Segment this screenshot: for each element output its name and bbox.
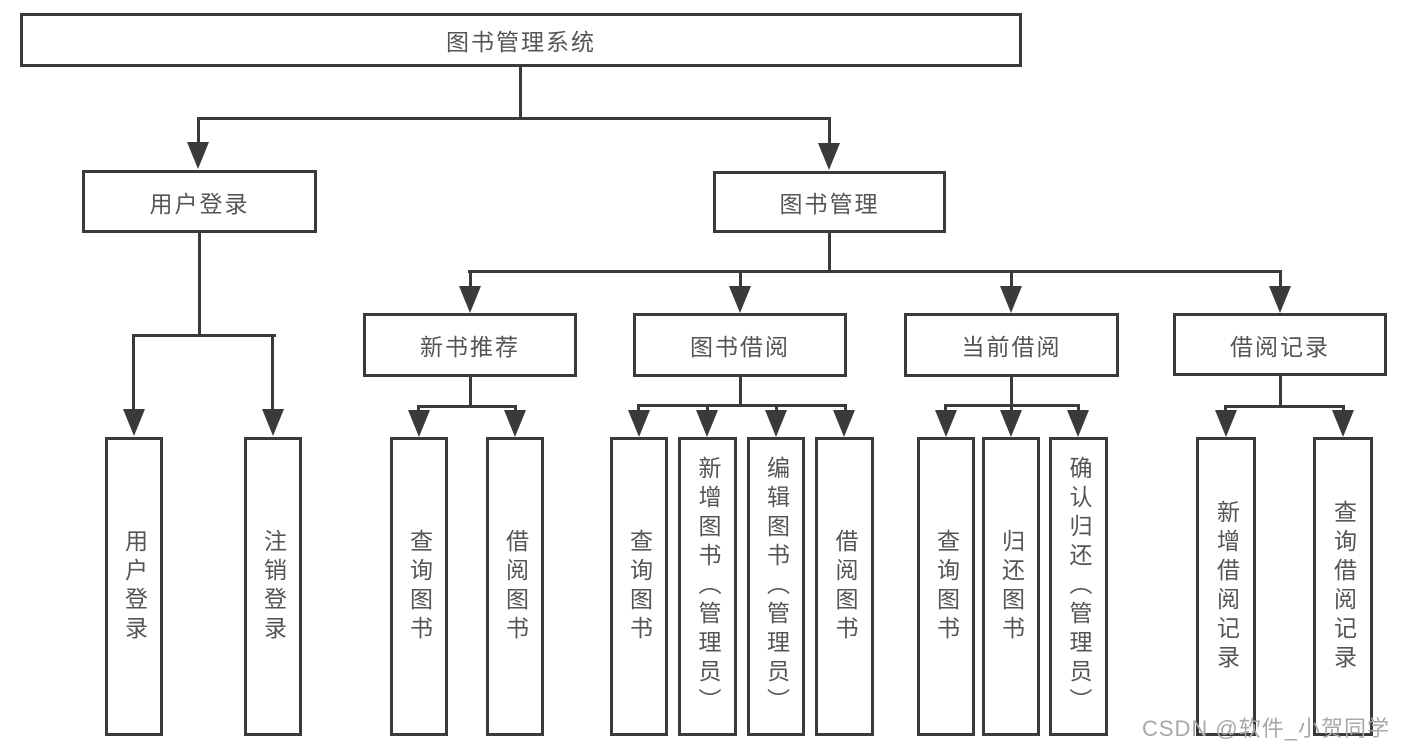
leaf-query-books-recommend: 查询图书 (390, 437, 448, 736)
connector-line (828, 233, 831, 273)
leaf-query-borrow-record: 查询借阅记录 (1313, 437, 1373, 736)
node-current-borrow-label: 当前借阅 (961, 334, 1062, 360)
connector-line (1224, 405, 1345, 408)
leaf-user-login-label: 用户登录 (121, 528, 148, 645)
leaf-query-books-borrow: 查询图书 (610, 437, 668, 736)
node-borrow-records: 借阅记录 (1173, 313, 1387, 376)
connector-line (1224, 405, 1227, 413)
leaf-logout-label: 注销登录 (260, 528, 287, 645)
connector-line (271, 334, 274, 412)
arrow-down (1332, 410, 1354, 437)
connector-line (469, 270, 472, 288)
connector-line (1279, 376, 1282, 407)
leaf-edit-book-admin: 编辑图书（管理员） (747, 437, 805, 736)
leaf-confirm-return-admin: 确认归还（管理员） (1049, 437, 1108, 736)
node-user-login-label: 用户登录 (149, 190, 250, 217)
arrow-down (1067, 410, 1089, 437)
arrow-down (123, 409, 145, 436)
node-new-book-recommend-label: 新书推荐 (420, 334, 520, 360)
node-current-borrow: 当前借阅 (904, 313, 1119, 377)
connector-line (417, 405, 420, 413)
arrow-down (935, 410, 957, 437)
arrow-down (833, 410, 855, 437)
arrow-down (459, 286, 481, 313)
node-book-borrow: 图书借阅 (633, 313, 847, 377)
leaf-return-books-label: 归还图书 (998, 528, 1025, 645)
arrow-down (628, 410, 650, 437)
arrow-down (765, 410, 787, 437)
arrow-down (408, 410, 430, 437)
connector-line (1010, 270, 1013, 288)
arrow-down (1269, 286, 1291, 313)
connector-line (1010, 377, 1013, 407)
connector-line (775, 404, 778, 413)
node-book-management-label: 图书管理 (779, 191, 880, 217)
connector-line (1077, 404, 1080, 413)
connector-line (828, 117, 831, 145)
node-root-system: 图书管理系统 (20, 13, 1022, 67)
arrow-down (696, 410, 718, 437)
connector-line (1010, 404, 1013, 413)
leaf-borrow-books-recommend-label: 借阅图书 (502, 528, 529, 645)
leaf-add-borrow-record: 新增借阅记录 (1196, 437, 1256, 736)
connector-line (739, 270, 742, 288)
leaf-add-book-admin-label: 新增图书（管理员） (695, 456, 721, 717)
connector-line (739, 377, 742, 407)
connector-line (706, 404, 709, 413)
arrow-down (1000, 410, 1022, 437)
node-user-login: 用户登录 (82, 170, 317, 233)
connector-line (1279, 270, 1282, 288)
connector-line (469, 377, 472, 408)
arrow-down (1215, 410, 1237, 437)
leaf-add-book-admin: 新增图书（管理员） (678, 437, 737, 736)
leaf-add-borrow-record-label: 新增借阅记录 (1213, 499, 1240, 674)
leaf-borrow-books-label: 借阅图书 (832, 528, 858, 645)
leaf-query-books-recommend-label: 查询图书 (406, 528, 433, 645)
node-book-borrow-label: 图书借阅 (690, 334, 790, 360)
connector-line (637, 404, 640, 413)
node-root-label: 图书管理系统 (446, 29, 596, 55)
node-borrow-records-label: 借阅记录 (1230, 333, 1330, 360)
watermark-text: CSDN @软件_小贺同学 (1141, 716, 1390, 741)
leaf-query-borrow-record-label: 查询借阅记录 (1330, 499, 1357, 674)
arrow-down (262, 409, 284, 436)
leaf-query-books-current: 查询图书 (917, 437, 975, 736)
arrow-down (1000, 286, 1022, 313)
connector-line (1342, 405, 1345, 413)
connector-line (844, 404, 847, 413)
connector-line (197, 117, 831, 120)
connector-line (417, 405, 517, 408)
arrow-down (504, 410, 526, 437)
connector-line (197, 117, 200, 145)
leaf-query-books-current-label: 查询图书 (933, 528, 960, 645)
leaf-confirm-return-admin-label: 确认归还（管理员） (1066, 456, 1092, 717)
leaf-edit-book-admin-label: 编辑图书（管理员） (763, 456, 790, 717)
node-new-book-recommend: 新书推荐 (363, 313, 577, 377)
connector-line (468, 270, 1282, 273)
leaf-logout: 注销登录 (244, 437, 302, 736)
node-book-management: 图书管理 (713, 171, 946, 233)
leaf-query-books-borrow-label: 查询图书 (626, 528, 653, 645)
connector-line (514, 405, 517, 413)
arrow-down (818, 143, 840, 170)
connector-line (637, 404, 847, 407)
connector-line (198, 233, 201, 337)
leaf-borrow-books: 借阅图书 (815, 437, 874, 736)
connector-line (132, 334, 135, 412)
connector-line (519, 67, 522, 119)
leaf-return-books: 归还图书 (982, 437, 1040, 736)
arrow-down (187, 142, 209, 169)
leaf-user-login: 用户登录 (105, 437, 163, 736)
connector-line (944, 404, 947, 413)
leaf-borrow-books-recommend: 借阅图书 (486, 437, 544, 736)
connector-line (132, 334, 276, 337)
arrow-down (729, 286, 751, 313)
